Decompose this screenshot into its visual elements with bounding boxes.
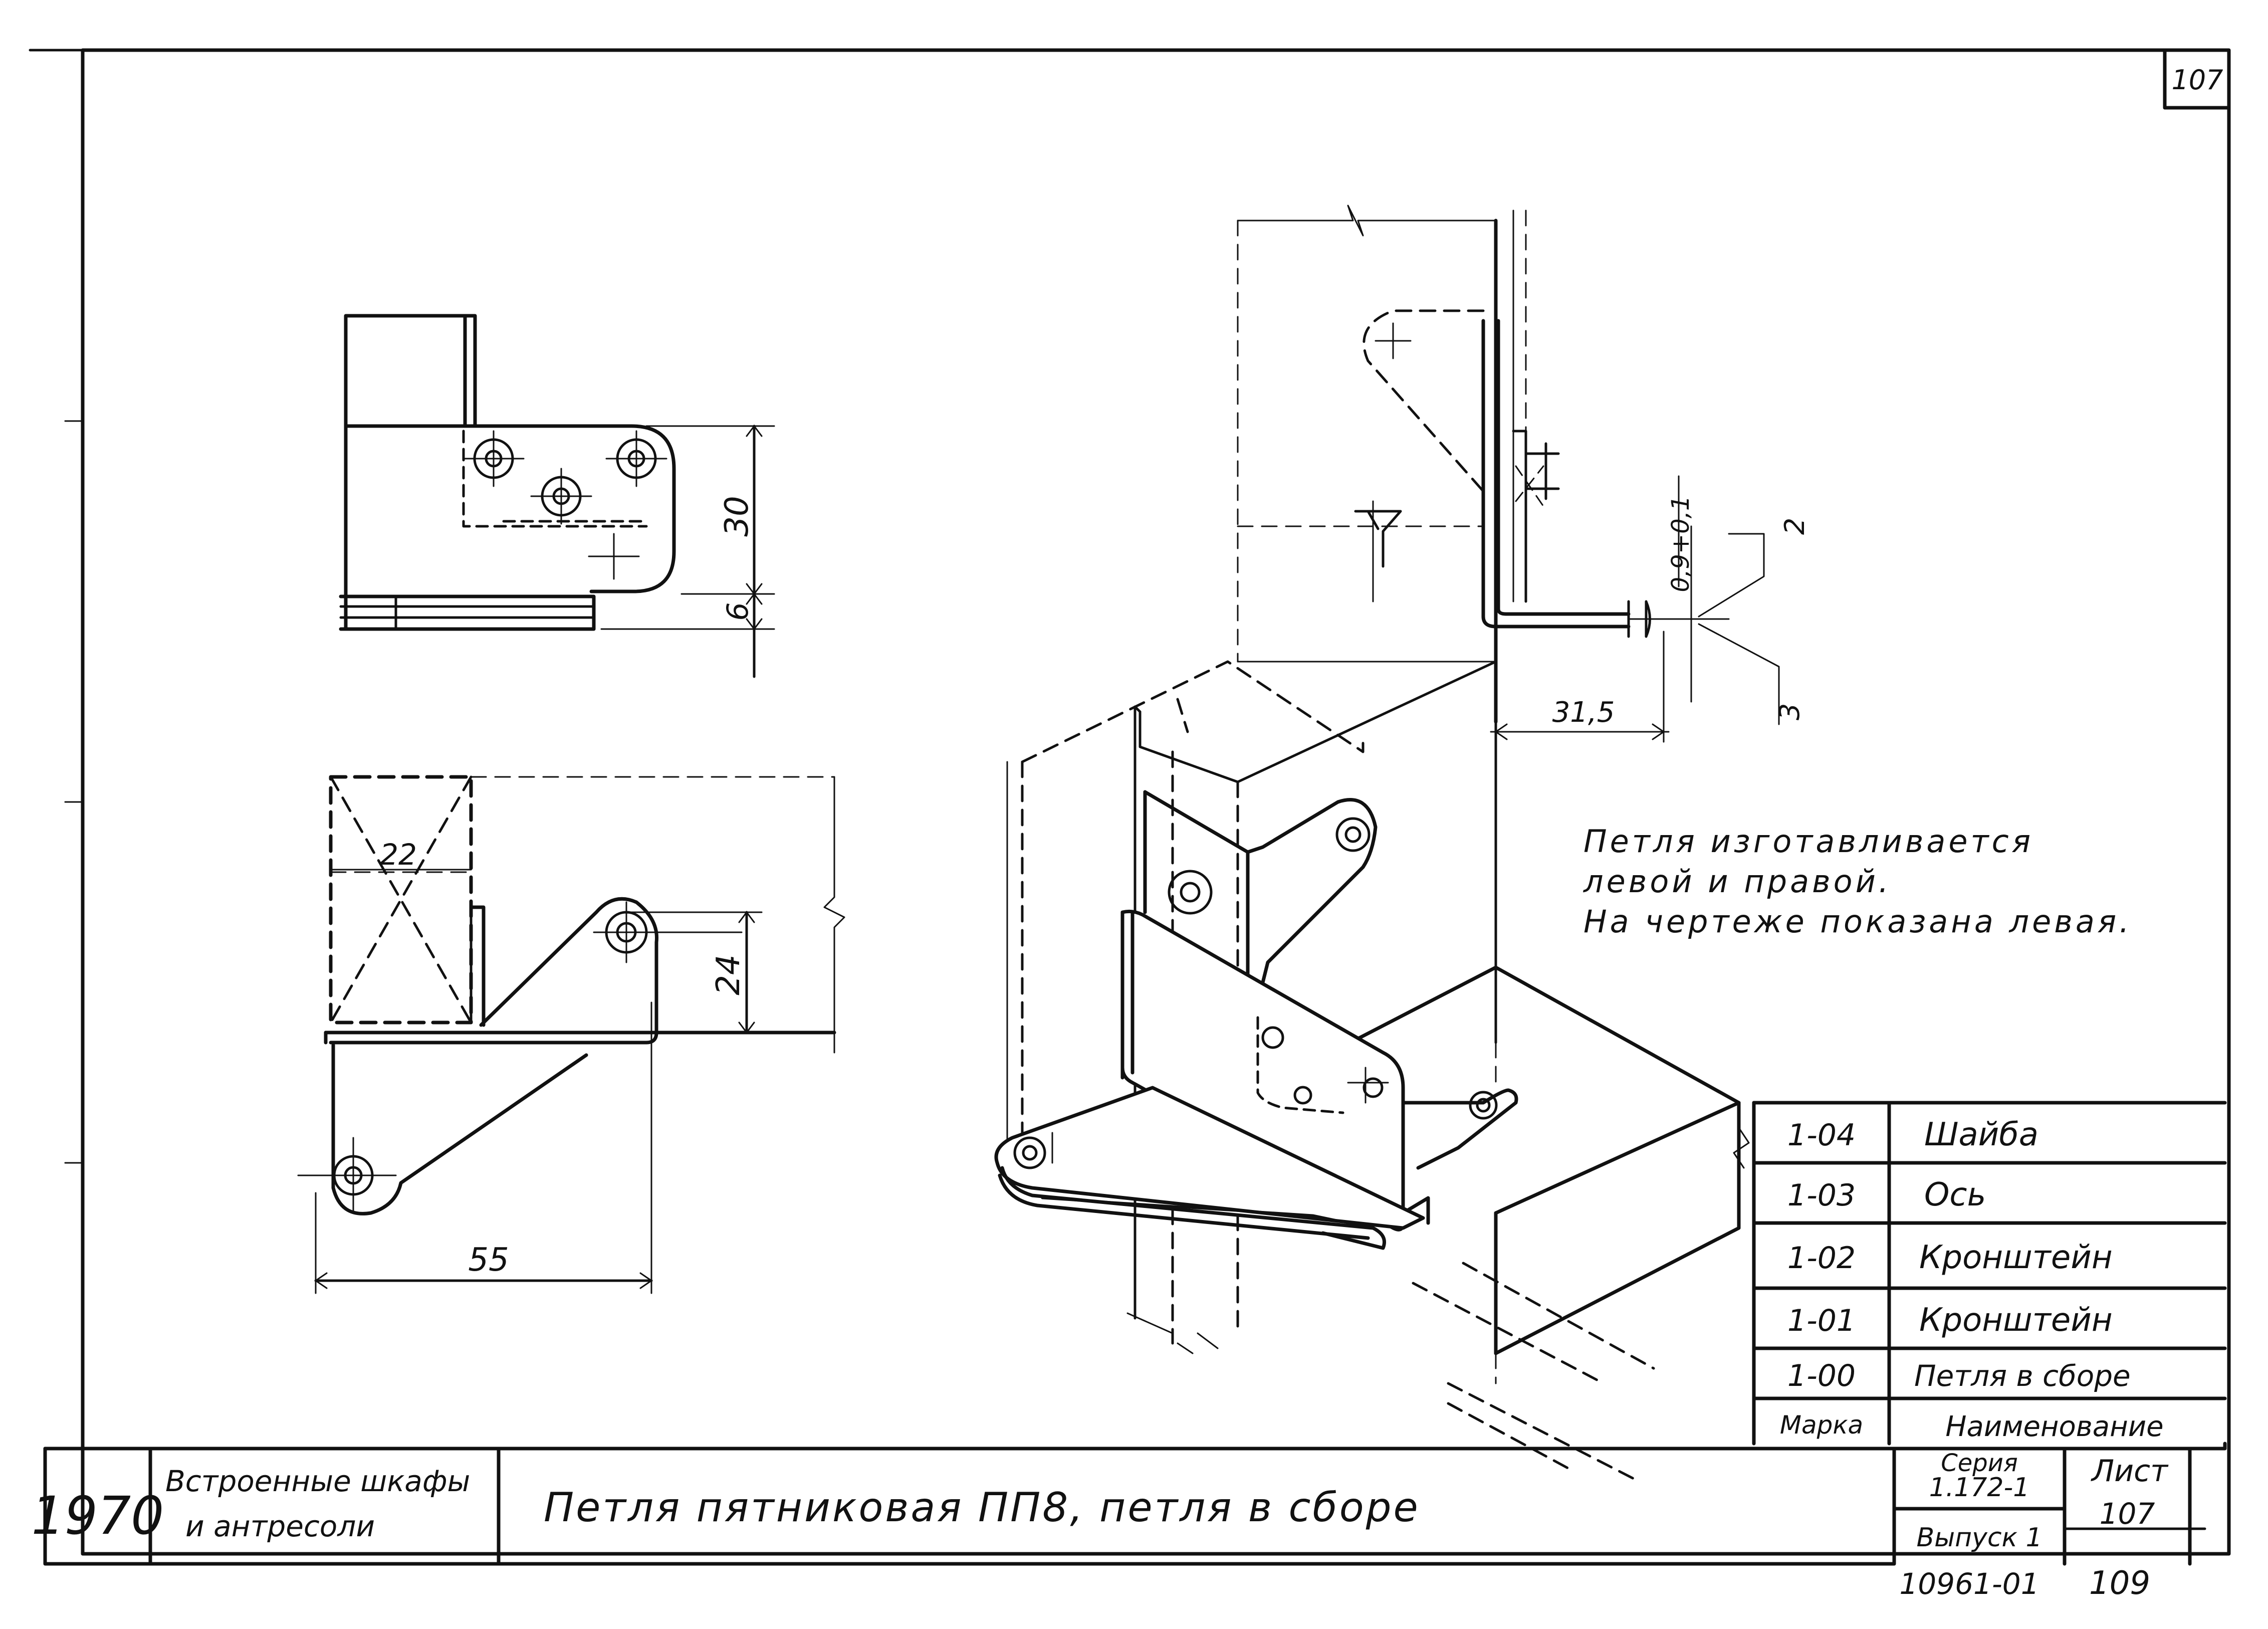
- dim-section-plate: 0,9+0,1: [1667, 496, 1695, 592]
- sheet-label: Лист: [2091, 1454, 2169, 1489]
- drawing-title: Петля пятниковая ПП8, петля в сборе: [544, 1484, 1420, 1531]
- table-row-2-mark: 1-03: [1787, 1178, 1856, 1213]
- title-block: 1970 Встроенные шкафы и антресоли Петля …: [32, 1442, 2227, 1602]
- note-line-3: На чертеже показана левая.: [1583, 903, 2132, 940]
- sheet-value: 107: [2100, 1497, 2155, 1531]
- title-year: 1970: [32, 1485, 164, 1546]
- table-row-5-mark: 1-00: [1787, 1358, 1856, 1393]
- table-row-3-mark: 1-02: [1787, 1241, 1856, 1276]
- note-line-2: левой и правой.: [1583, 863, 1892, 900]
- dim-front-height: 24: [710, 954, 747, 995]
- dim-top-height: 30: [719, 496, 756, 536]
- table-row-5-name: Петля в сборе: [1914, 1359, 2131, 1393]
- dim-top-thickness: 6: [721, 602, 755, 621]
- dim-section-offset: 31,5: [1552, 696, 1615, 729]
- note-block: Петля изготавливается левой и правой. На…: [1583, 823, 2132, 940]
- dim-front-width-top: 22: [380, 838, 417, 872]
- page-number: 109: [2089, 1565, 2150, 1602]
- series-value: 1.172-1: [1929, 1473, 2030, 1503]
- isometric-view: [994, 660, 1750, 1480]
- section-view: 31,5 0,9+0,1 2 3: [1237, 205, 1810, 743]
- table-row-4-mark: 1-01: [1787, 1303, 1856, 1338]
- title-subject-line-1: Встроенные шкафы: [165, 1464, 470, 1498]
- table-row-3-name: Кронштейн: [1919, 1239, 2113, 1276]
- table-row-1-name: Шайба: [1924, 1116, 2038, 1153]
- table-row-1-mark: 1-04: [1787, 1118, 1856, 1153]
- dim-section-gap-top: 2: [1779, 518, 1810, 535]
- table-header-mark: Марка: [1780, 1410, 1863, 1440]
- title-subject-line-2: и антресоли: [185, 1509, 375, 1543]
- parts-table: 1-04 Шайба 1-03 Ось 1-02 Кронштейн 1-01 …: [1752, 1101, 2227, 1446]
- table-row-2-name: Ось: [1924, 1176, 1986, 1213]
- note-line-1: Петля изготавливается: [1583, 823, 2033, 860]
- table-header-name: Наименование: [1945, 1410, 2163, 1443]
- dim-front-width-bottom: 55: [468, 1242, 509, 1279]
- dim-section-gap-bottom: 3: [1774, 703, 1805, 720]
- archive-number: 10961-01: [1899, 1567, 2039, 1601]
- sheet-frame: 107: [29, 48, 2231, 1556]
- sheet-corner-number: 107: [2171, 64, 2223, 96]
- front-view: 22 24 55: [297, 775, 845, 1294]
- issue-label: Выпуск 1: [1916, 1523, 2042, 1553]
- series-label: Серия: [1941, 1449, 2018, 1477]
- top-view: 30 6: [339, 314, 775, 678]
- table-row-4-name: Кронштейн: [1919, 1302, 2113, 1339]
